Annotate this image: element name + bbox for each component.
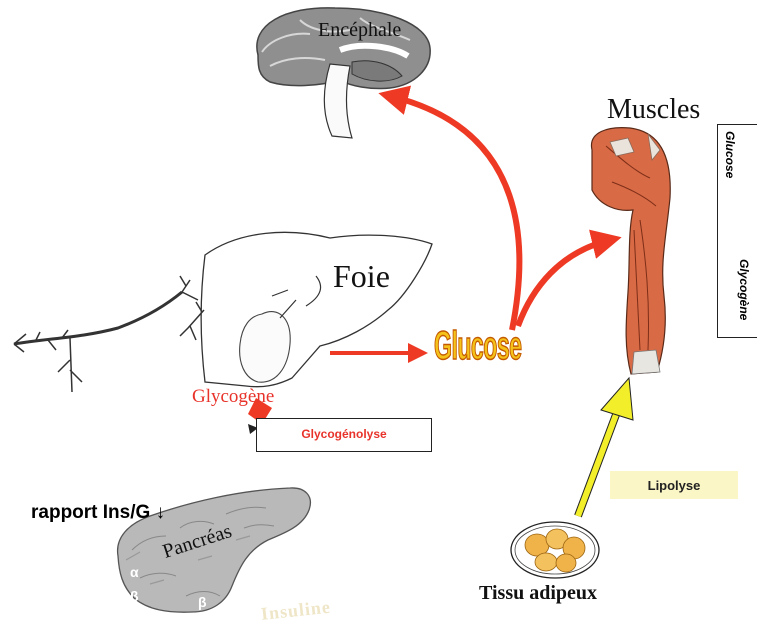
muscle-illustration: [591, 128, 670, 374]
label-box-glycogen: Glycogène: [737, 259, 751, 320]
label-adipose: Tissu adipeux: [479, 582, 597, 605]
label-beta-cell-1: β: [130, 588, 139, 604]
label-muscles: Muscles: [607, 94, 700, 126]
label-brain: Encéphale: [318, 19, 401, 42]
adipose-illustration: [511, 522, 599, 578]
label-box-glucose: Glucose: [723, 131, 737, 178]
lipolysis-box: Lipolyse: [610, 471, 738, 499]
label-alpha-cell: α: [130, 564, 139, 580]
liver-illustration: [14, 232, 432, 392]
down-arrow-icon: ↓: [156, 502, 166, 523]
label-glycogenolysis: Glycogénolyse: [257, 427, 431, 441]
glycogenolysis-box: Glycogénolyse: [256, 418, 432, 452]
label-ratio: rapport Ins/G: [31, 502, 150, 523]
arrow-glucose-to-brain: [390, 96, 519, 330]
ratio-line: rapport Ins/G ↓: [31, 502, 165, 524]
muscle-glucose-glycogen-box: Glucose Glycogène: [717, 124, 757, 338]
label-glycogen: Glycogène: [192, 386, 274, 408]
label-liver: Foie: [333, 258, 390, 295]
arrow-glucose-to-muscles: [518, 240, 610, 326]
label-lipolysis: Lipolyse: [610, 478, 738, 493]
label-glucose-center: Glucose: [434, 324, 521, 369]
label-beta-cell-2: β: [198, 594, 207, 610]
